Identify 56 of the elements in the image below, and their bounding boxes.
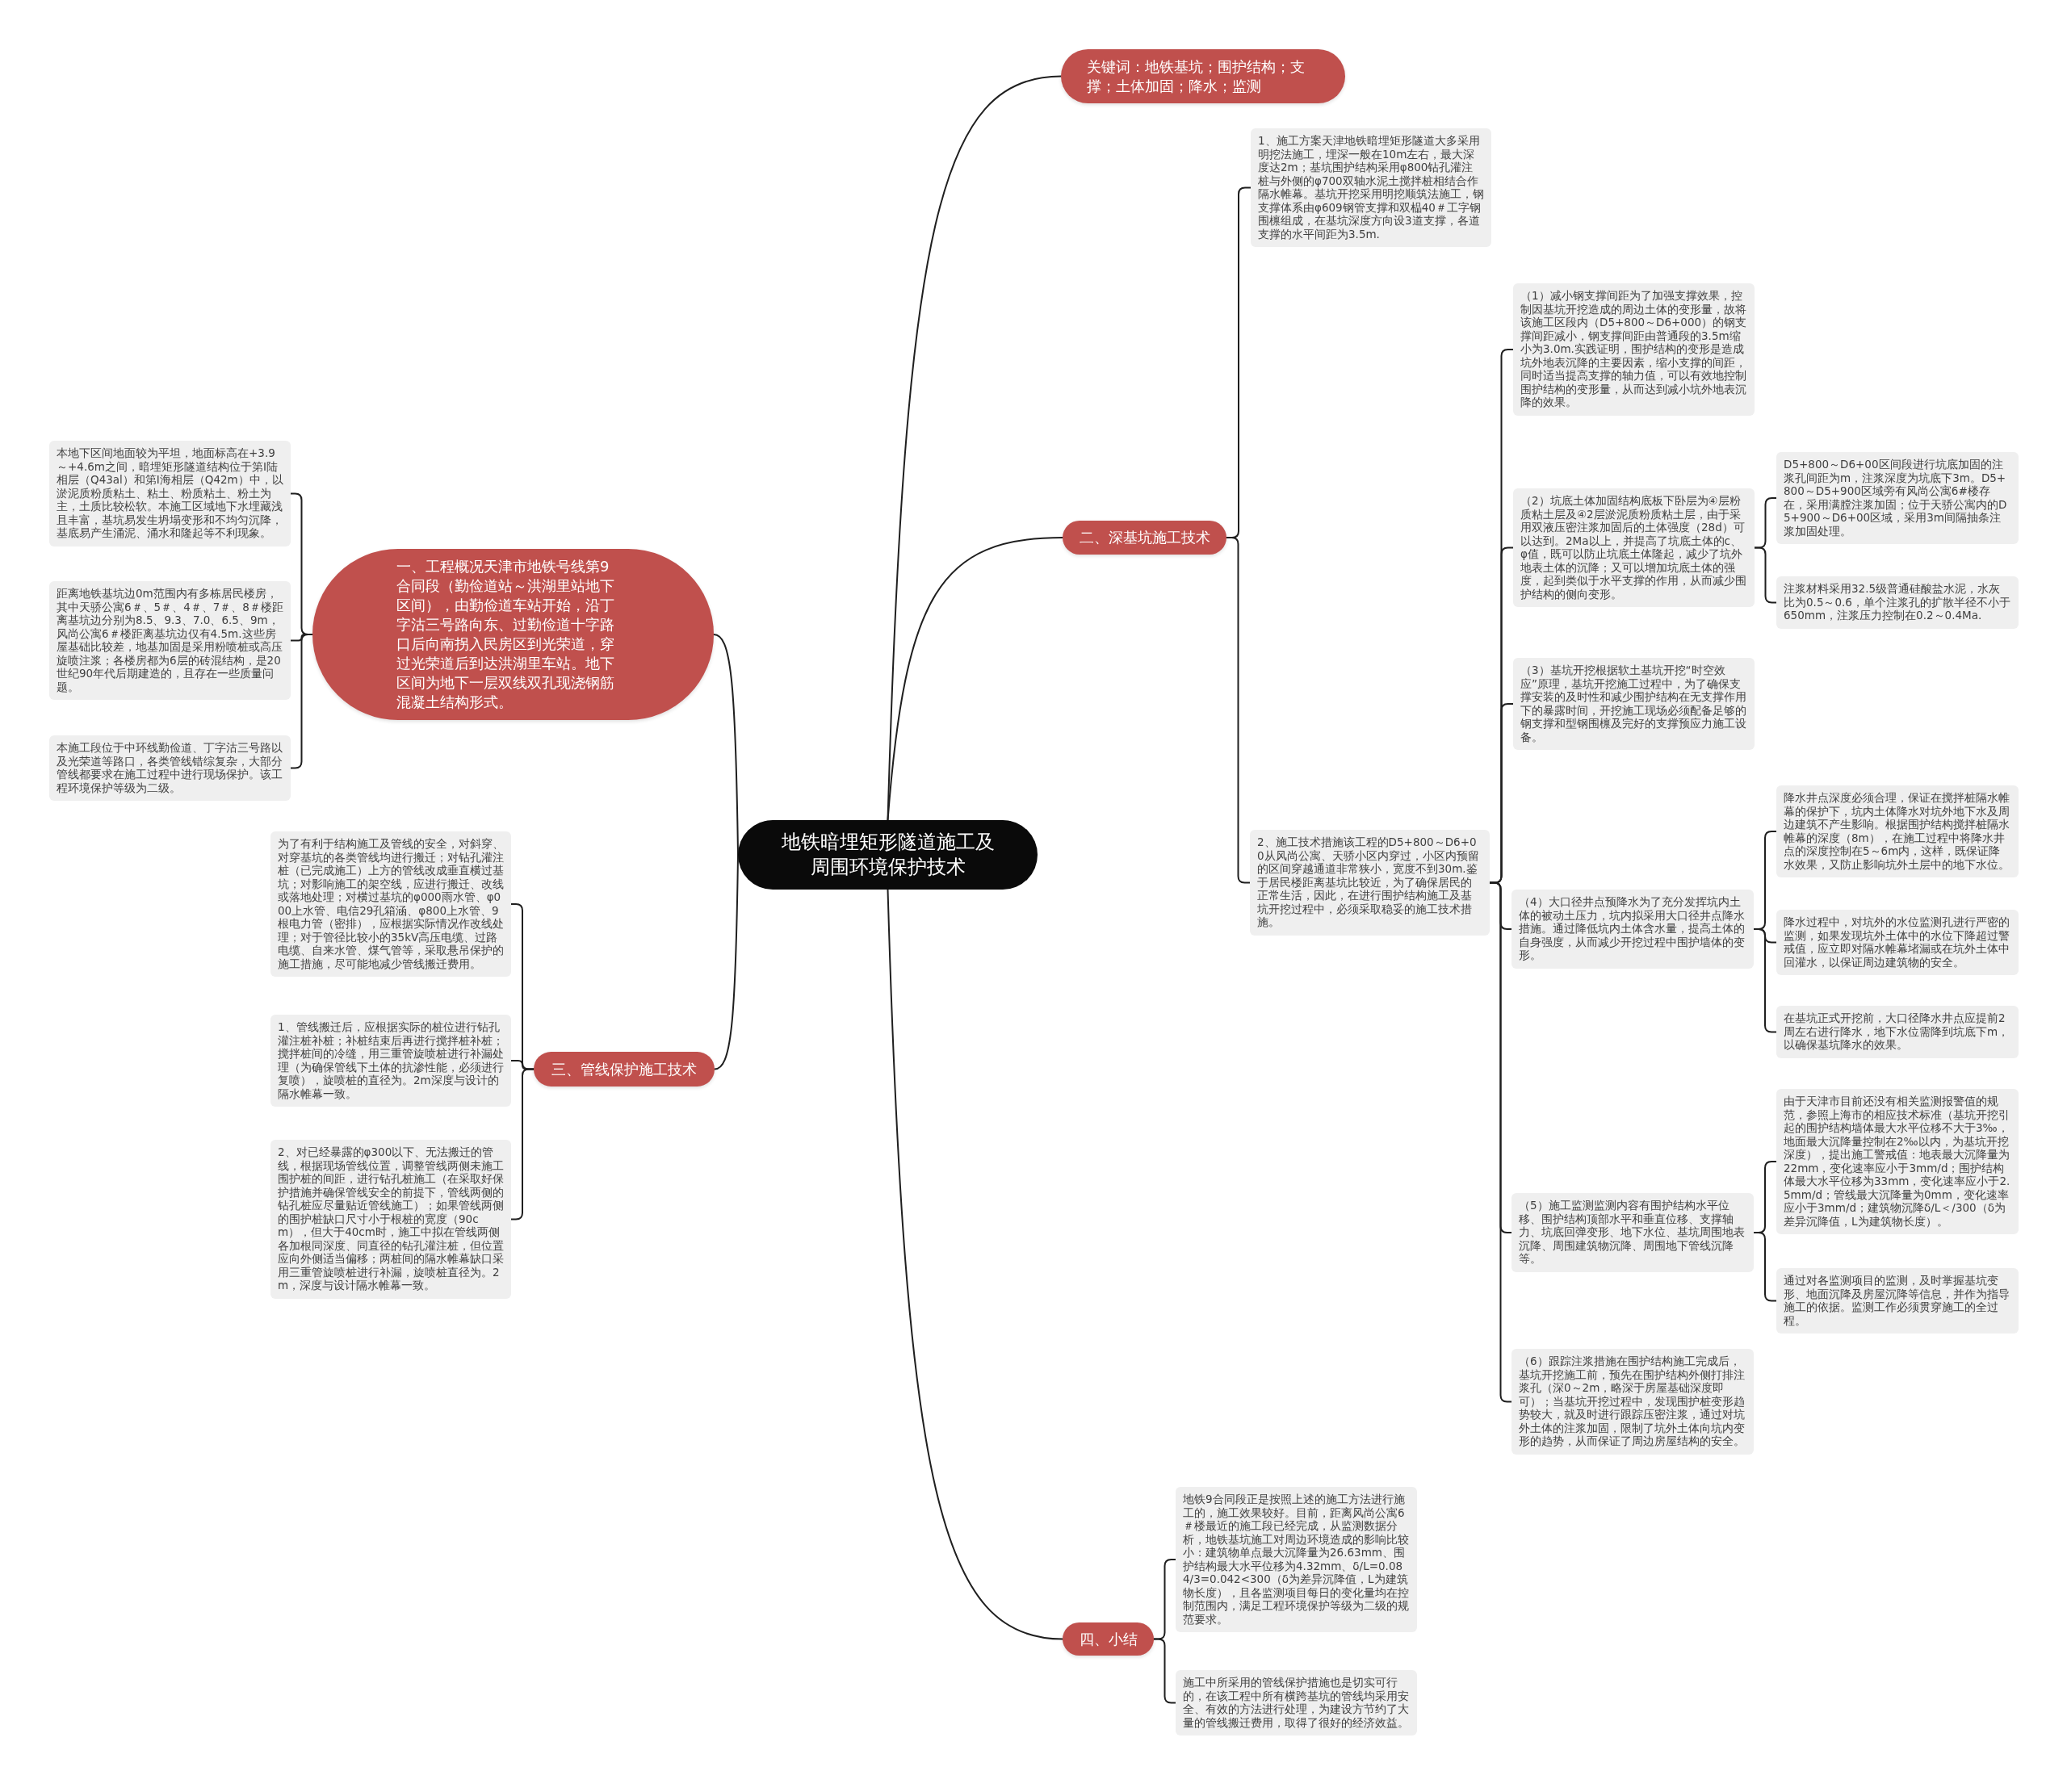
- branch-topic-text: 四、小结: [1079, 1629, 1138, 1649]
- note-text: 降水井点深度必须合理，保证在搅拌桩隔水帷幕的保护下，坑内土体降水对坑外地下水及周边建筑不产生影响。根据围护结构搅拌桩隔水帷幕的深度（8m），在施工过程中将降水井点的深度控制在5～6m内，这样，既保证降水效果，又防止影响坑外土层中的地下水位。: [1784, 791, 2010, 871]
- note-text: 降水过程中，对坑外的水位监测孔进行严密的监测，如果发现坑外土体中的水位下降超过警戒值，应立即对隔水帷幕堵漏或在坑外土体中回灌水，以保证周边建筑物的安全。: [1784, 915, 2010, 969]
- note-card: [1176, 1670, 1417, 1735]
- branch-topic: [534, 1052, 715, 1087]
- note-text: 施工中所采用的管线保护措施也是切实可行的，在该工程中所有横跨基坑的管线均采用安全、有效的方法进行处理，为建设方节约了大量的管线搬迁费用，取得了很好的经济效益。: [1183, 1676, 1410, 1729]
- note-card: [1776, 910, 2019, 975]
- note-card: [49, 441, 291, 546]
- note-text: 为了有利于结构施工及管线的安全，对斜穿、对穿基坑的各类管线均进行搬迁；对钻孔灌注桩（已完成施工）上方的管线改成垂直横过基坑；对影响施工的架空线，应进行搬迁、改线或落地处理；对横过基坑的φ000雨水管、φ000上水管、电信29孔箱涵、φ800上水管、9根电力管（密排），应根据实际情况作改线处理；对于管径比较小的35kV高压电缆、过路电缆、自来水管、煤气管等，采取悬吊保护的施工措施，尽可能地减少管线搬迁费用。: [278, 837, 504, 970]
- branch-topic: [1063, 1622, 1154, 1656]
- note-text: 地铁9合同段正是按照上述的施工方法进行施工的，施工效果较好。目前，距离风尚公寓6＃楼最近的施工段已经完成，从监测数据分析，地铁基坑施工对周边环境造成的影响比较小：建筑物单点最大沉降量为26.63mm、围护结构最大水平位移为4.32mm、δ/L=0.084/3=0.042<300（δ为差异沉降值，L为建筑物长度），且各监测项目每日的变化量均在控制范围内，满足工程环境保护等级为二级的规范要求。: [1183, 1493, 1410, 1626]
- central-topic: [738, 820, 1038, 890]
- note-text: 通过对各监测项目的监测，及时掌握基坑变形、地面沉降及房屋沉降等信息，并作为指导施工的依据。监测工作必须贯穿施工的全过程。: [1784, 1274, 2010, 1327]
- note-text: 1、管线搬迁后，应根据实际的桩位进行钻孔灌注桩补桩；补桩结束后再进行搅拌桩补桩；搅拌桩间的冷缝，用三重管旋喷桩进行补漏处理（为确保管线下土体的抗渗性能，必须进行复喷），旋喷桩的直径为。2m深度与设计的隔水帷幕一致。: [278, 1020, 504, 1100]
- note-card: [1511, 1193, 1754, 1272]
- note-card: [1513, 488, 1755, 607]
- note-text: D5+800～D6+00区间段进行坑底加固的注浆孔间距为m，注浆深度为坑底下3m。D5+800～D5+900区域旁有风尚公寓6#楼存在，采用满膛注浆加固；位于天骄公寓内的D5+900～D6+00区域，采用3m间隔抽条注浆加固处理。: [1784, 458, 2008, 538]
- note-text: （5）施工监测监测内容有围护结构水平位移、围护结构顶部水平和垂直位移、支撑轴力、坑底回弹变形、地下水位、基坑周围地表沉降、周围建筑物沉降、周围地下管线沉降等。: [1519, 1199, 1746, 1266]
- note-text: 本施工段位于中环线勤俭道、丁字沽三号路以及光荣道等路口，各类管线错综复杂，大部分管线都要求在施工过程中进行现场保护。该工程环境保护等级为二级。: [57, 741, 283, 794]
- note-text: （1）减小钢支撑间距为了加强支撑效果，控制因基坑开挖造成的周边土体的变形量，故将该施工区段内（D5+800～D6+000）的钢支撑间距减小，钢支撑间距由普通段的3.5m缩小为3.0m.实践证明，围护结构的变形是造成坑外地表沉降的主要因素，缩小支撑的间距，同时适当提高支撑的轴力值，可以有效地控制围护结构的变形量，从而达到减小坑外地表沉降的效果。: [1520, 289, 1747, 409]
- note-card: [1511, 890, 1754, 969]
- note-text: （6）跟踪注浆措施在围护结构施工完成后，基坑开挖施工前，预先在围护结构外侧打排注浆孔（深0～2m，略深于房屋基础深度即可）；当基坑开挖过程中，发现围护桩变形趋势较大，就及时进行跟踪压密注浆，通过对坑外土体的注浆加固，限制了坑外土体向坑内变形的趋势，从而保证了周边房屋结构的安全。: [1519, 1354, 1746, 1448]
- note-text: （2）坑底土体加固结构底板下卧层为④层粉质粘土层及④2层淤泥质粉质粘土层，由于采用双液压密注浆加固后的土体强度（28d）可以达到。2Ma以上，并提高了坑底土体的c、φ值，既可以防止坑底土体隆起，减少了坑外地表土体的沉降；又可以增加坑底土体的强度，起到类似于水平支撑的作用，从而减少围护结构的侧向变形。: [1520, 494, 1747, 601]
- connector-line: [887, 889, 1063, 1640]
- note-text: 注浆材料采用32.5级普通硅酸盐水泥，水灰比为0.5～0.6，单个注浆孔的扩散半径不小于650mm，注浆压力控制在0.2～0.4Ma.: [1784, 582, 2011, 622]
- central-topic-text: 地铁暗埋矩形隧道施工及周围环境保护技术: [780, 830, 996, 880]
- branch-topic-text: 二、深基坑施工技术: [1079, 528, 1210, 547]
- note-card: [49, 581, 291, 700]
- note-card: [1776, 785, 2019, 877]
- note-text: 本地下区间地面较为平坦，地面标高在+3.9～+4.6m之间，暗埋矩形隧道结构位于第Ⅰ陆相层（Q43al）和第Ⅰ海相层（Q42m）中，以淤泥质粉质粘土、粘土、粉质粘土、粉土为主，土质比较松软。本施工区域地下水埋藏浅且丰富，基坑易发生坍塌变形和不均匀沉降，基底易产生涌泥、涌水和隆起等不利现象。: [57, 446, 283, 540]
- note-card: [270, 1015, 511, 1107]
- note-text: 2、施工技术措施该工程的D5+800～D6+00从风尚公寓、天骄小区内穿过，小区内预留的区间穿越通道非常狭小，宽度不到30m.鉴于居民楼距离基坑比较近，为了确保居民的正常生活，因此，在进行围护结构施工及基坑开挖过程中，必须采取稳妥的施工技术措施。: [1257, 835, 1480, 929]
- connector-line: [714, 854, 739, 1070]
- note-text: （3）基坑开挖根据软土基坑开挖“时空效应”原理，基坑开挖施工过程中，为了确保支撑安装的及时性和减少围护结构在无支撑作用下的暴露时间，开挖施工现场必须配备足够的钢支撑和型钢围檩及完好的支撑预应力施工设备。: [1520, 664, 1747, 743]
- note-card: [1251, 128, 1491, 247]
- note-text: 2、对已经暴露的φ300以下、无法搬迁的管线，根据现场管线位置，调整管线两侧未施工围护桩的间距，进行钻孔桩施工（在采取好保护措施并确保管线安全的前提下，管线两侧的钻孔桩应尽量贴近管线施工）；如果管线两侧的围护桩缺口尺寸小于根桩的宽度（90cm），但大于40cm时，施工中拟在管线两侧各加根同深度、同直径的钻孔灌注桩，但位置应向外侧适当偏移；两桩间的隔水帷幕缺口采用三重管旋喷桩进行补漏，旋喷桩直径为。2m，深度与设计隔水帷幕一致。: [278, 1145, 504, 1292]
- branch-topic-text: 三、管线保护施工技术: [551, 1059, 697, 1079]
- note-text: 在基坑正式开挖前，大口径降水井点应提前2周左右进行降水，地下水位需降到坑底下m，以确保基坑降水的效果。: [1784, 1011, 2010, 1052]
- note-text: （4）大口径井点预降水为了充分发挥坑内土体的被动土压力，坑内拟采用大口径井点降水措施。通过降低坑内土体含水量，提高土体的自身强度，从而减少开挖过程中围护墙体的变形。: [1519, 895, 1746, 962]
- note-card: [1776, 1006, 2019, 1058]
- note-card: [1250, 830, 1490, 936]
- note-card: [1776, 452, 2019, 544]
- connector-line: [887, 537, 1063, 821]
- connector-line: [713, 634, 739, 856]
- note-text: 1、施工方案天津地铁暗埋矩形隧道大多采用明挖法施工，埋深一般在10m左右，最大深度达2m；基坑围护结构采用φ800钻孔灌注桩与外侧的φ700双轴水泥土搅拌桩相结合作隔水帷幕。基坑开挖采用明挖顺筑法施工，钢支撑体系由φ609钢管支撑和双榀40＃工字钢围檩组成，在基坑深度方向设3道支撑，各道支撑的水平间距为3.5m.: [1258, 134, 1484, 241]
- note-card: [1511, 1349, 1754, 1455]
- note-card: [1776, 1268, 2019, 1334]
- note-text: 距离地铁基坑边0m范围内有多栋居民楼房，其中天骄公寓6＃、5＃、4＃、7＃、8＃楼距离基坑边分别为8.5、9.3、7.0、6.5、9m，风尚公寓6＃楼距离基坑边仅有4.5m.这些房屋基础比较差，地基加固是采用粉喷桩或高压旋喷注浆；各楼房都为6层的砖混结构，是20世纪90年代后期建造的，且存在一些质量问题。: [57, 587, 283, 693]
- branch-topic: [1061, 49, 1345, 103]
- branch-topic-text: 一、工程概况天津市地铁号线第9合同段（勤俭道站～洪湖里站地下区间），由勤俭道车站开始，沿丁字沽三号路向东、过勤俭道十字路口后向南拐入民房区到光荣道，穿过光荣道后到达洪湖里车站。地下区间为地下一层双线双孔现浇钢筋混凝土结构形式。: [396, 557, 615, 712]
- branch-topic: [1063, 521, 1226, 555]
- note-card: [1513, 658, 1755, 750]
- branch-topic-text: 关键词：地铁基坑；围护结构；支撑；土体加固；降水；监测: [1087, 57, 1306, 96]
- note-card: [49, 735, 291, 801]
- note-text: 由于天津市目前还没有相关监测报警值的规范，参照上海市的相应技术标准（基坑开挖引起的围护结构墙体最大水平位移不大于3‰，地面最大沉降量控制在2‰以内，为基坑开挖深度），提出施工警戒值：地表最大沉降量为22mm，变化速率应小于3mm/d；围护结构体最大水平位移为33mm，变化速率应小于2.5mm/d；管线最大沉降量为0mm，变化速率应小于3mm/d；建筑物沉降δ/L＜/300（δ为差异沉降值，L为建筑物长度）。: [1784, 1095, 2011, 1228]
- note-card: [1776, 576, 2019, 629]
